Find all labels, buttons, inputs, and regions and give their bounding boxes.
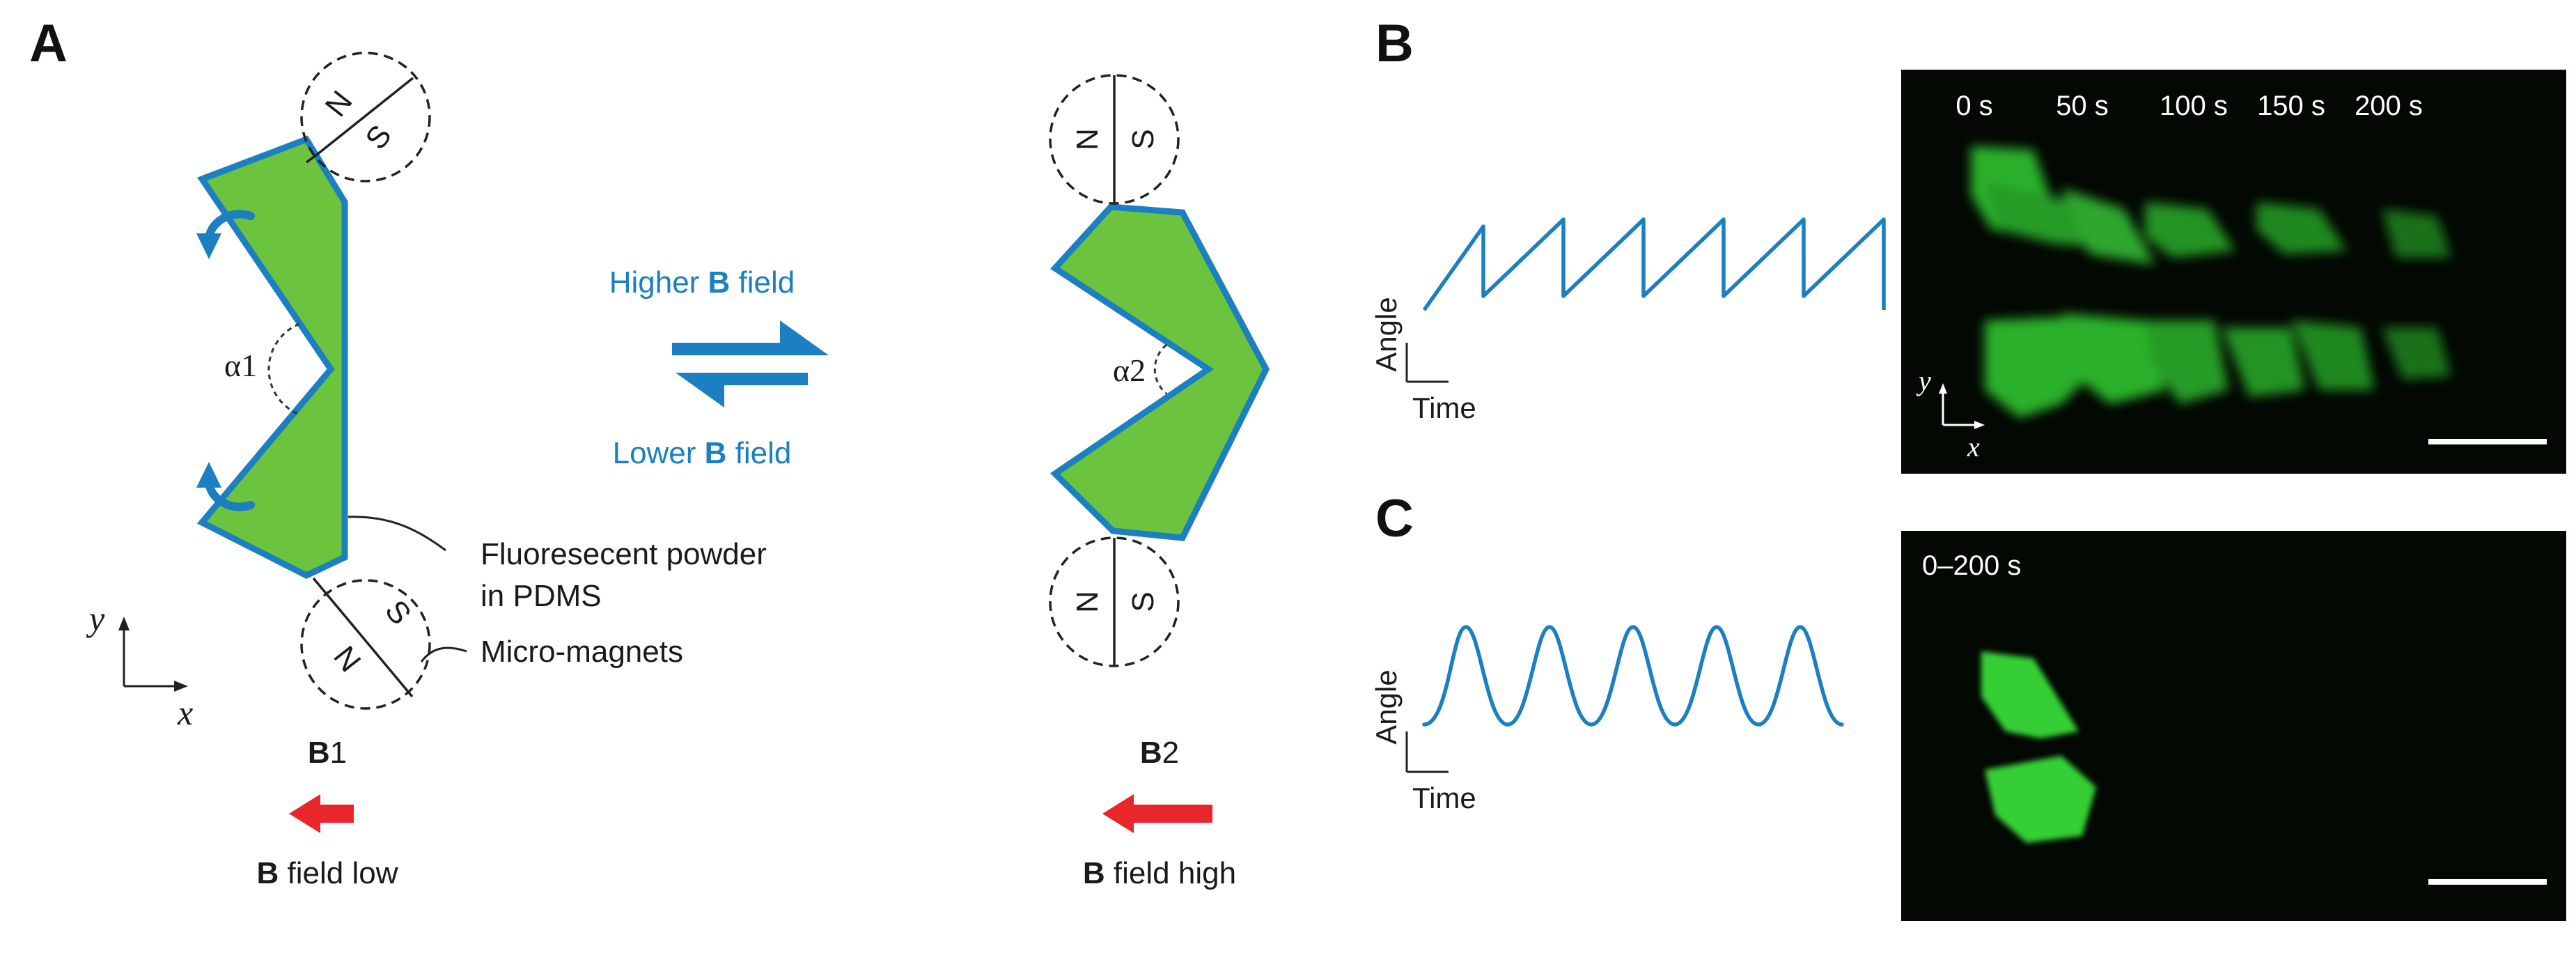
timestamp: 0 s [1956,91,1992,121]
axis-x-label-b: x [1967,431,1980,463]
timestamps-b: 0 s 50 s 100 s 150 s 200 s [1956,91,2423,121]
callout-powder-line2: in PDMS [481,579,602,613]
sinusoid-plot: Angle Time [1370,625,1844,814]
left-bottom-magnet: N S [300,577,431,710]
field-caption-high: B field high [1083,856,1236,890]
sawtooth-plot: Angle Time [1370,217,1886,424]
rotation-arrow-head [196,233,221,259]
angle-label-b: Angle [1370,297,1403,371]
equilibrium-bottom-label: Lower B field [613,436,792,470]
angle-label-right: α2 [1113,352,1146,388]
field-caption-low: B field low [257,856,398,890]
timestamp: 100 s [2160,91,2228,121]
timestamp: 200 s [2355,91,2423,121]
timestamp: 150 s [2257,91,2325,121]
callout-magnets: Micro-magnets [481,635,683,669]
timestamp-c: 0–200 s [1922,550,2021,581]
xy-axes-a: y x [86,599,193,732]
angle-label-left: α1 [224,348,257,383]
angle-arc [1153,343,1167,395]
left-fluorescent-shape [196,135,348,580]
field-label-b2: B2 [1140,736,1179,770]
pole-s-label: S [1126,129,1160,149]
panel-label-a: A [29,14,68,73]
rotation-arrow-head [196,462,221,488]
equilibrium-arrows-icon [672,320,829,408]
panel-label-b: B [1375,14,1414,73]
pole-s-label: S [1126,591,1160,612]
right-top-magnet: N S [1049,74,1180,205]
xy-axes-b: y x [1916,365,1985,463]
scale-bar [2428,879,2547,885]
time-label-c: Time [1412,782,1476,814]
panel-label-c: C [1375,489,1414,548]
angle-label-c: Angle [1370,669,1403,744]
axis-y-label-b: y [1916,365,1931,396]
pole-n-label: N [1070,128,1104,150]
pole-n-label: N [1070,591,1104,613]
right-bottom-magnet: N S [1049,536,1180,667]
timestamp: 50 s [2056,91,2109,121]
field-direction-arrow-icon [1102,794,1212,833]
equilibrium-top-label: Higher B field [609,265,795,300]
pole-n-label: N [318,84,359,123]
microscopy-image-c: 0–200 s [1901,531,2566,921]
pole-n-label: N [327,640,367,678]
pole-s-label: S [359,118,398,155]
callout-line-magnets [420,646,467,663]
axis-y-label: y [86,599,105,638]
callout-powder-line1: Fluoresecent powder [481,537,767,571]
time-label-b: Time [1412,392,1476,424]
left-top-magnet: N S [300,52,431,183]
field-label-b1: B1 [308,736,347,770]
field-direction-arrow-icon [289,794,354,833]
microscopy-image-b: 0 s 50 s 100 s 150 s 200 s y x [1901,70,2566,474]
right-fluorescent-shape [1049,203,1270,541]
callout-line-powder [348,516,446,552]
axis-x-label: x [177,693,193,732]
scale-bar [2428,439,2547,444]
angle-arc [267,323,300,416]
